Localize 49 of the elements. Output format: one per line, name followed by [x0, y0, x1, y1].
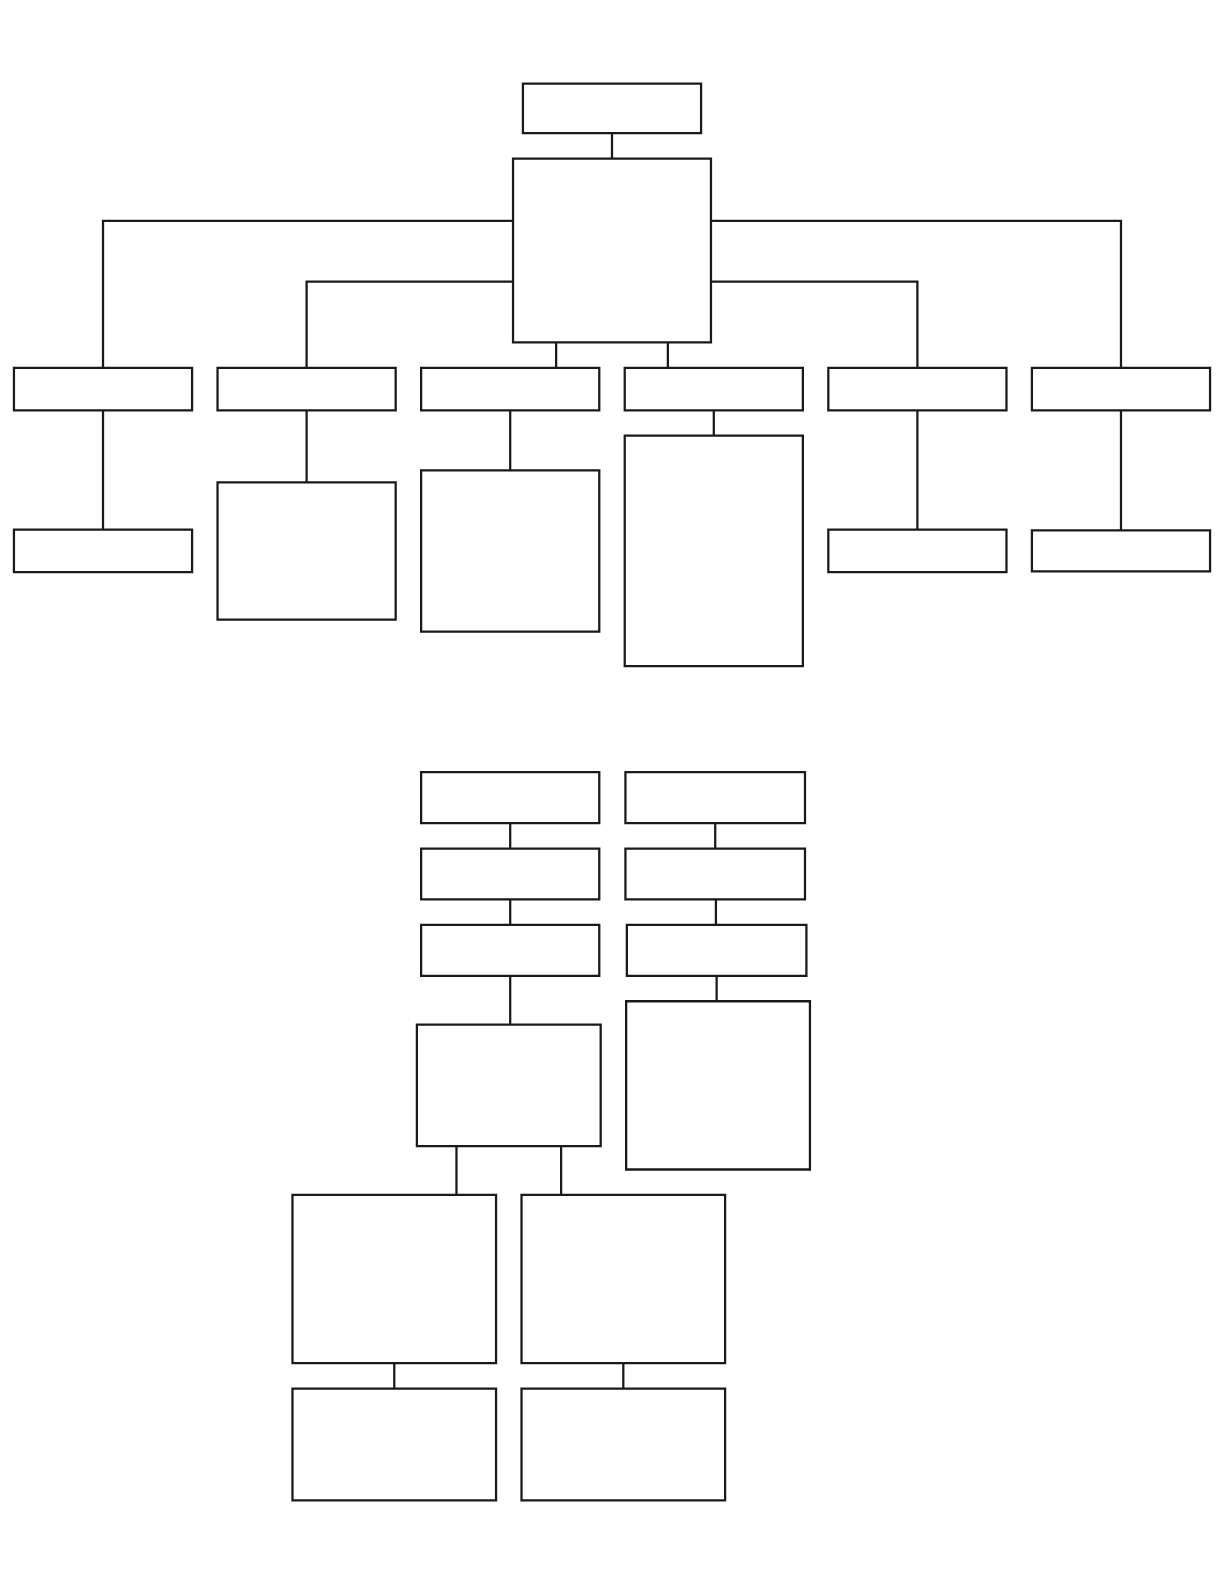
- node-box: [420, 923, 601, 977]
- connector: [509, 823, 512, 849]
- node-box: [511, 157, 713, 344]
- connector: [101, 410, 105, 530]
- connector: [555, 342, 558, 368]
- connector: [711, 280, 919, 368]
- connector: [715, 976, 718, 1001]
- connector: [305, 410, 308, 483]
- node-box: [1030, 529, 1212, 573]
- node-box: [1030, 366, 1212, 412]
- connector: [714, 823, 717, 849]
- connector: [509, 899, 512, 925]
- node-box: [521, 82, 703, 135]
- node-box: [12, 528, 194, 574]
- connector: [305, 280, 513, 368]
- node-box: [520, 1193, 727, 1365]
- connector: [622, 1363, 625, 1389]
- node-box: [827, 366, 1008, 412]
- node-box: [12, 366, 194, 412]
- node-box: [291, 1193, 498, 1365]
- node-box: [624, 847, 807, 901]
- connector: [509, 410, 512, 471]
- connector: [393, 1363, 396, 1389]
- node-box: [520, 1387, 727, 1502]
- connector: [711, 219, 1123, 368]
- connector: [916, 410, 919, 530]
- node-box: [420, 847, 601, 901]
- connector: [101, 219, 513, 368]
- connector: [509, 976, 512, 1025]
- node-box: [216, 366, 397, 412]
- node-box: [625, 1000, 812, 1171]
- node-box: [420, 771, 601, 825]
- connector: [712, 410, 715, 436]
- node-box: [415, 1023, 602, 1148]
- connector: [455, 1146, 458, 1195]
- node-box: [623, 434, 804, 668]
- node-box: [291, 1387, 498, 1502]
- connector: [610, 133, 614, 159]
- node-box: [623, 366, 804, 412]
- connector: [559, 1146, 563, 1195]
- connector: [714, 899, 718, 925]
- node-box: [827, 528, 1008, 574]
- node-box: [624, 771, 807, 825]
- connector: [666, 342, 669, 368]
- node-box: [216, 481, 397, 621]
- node-box: [420, 366, 601, 412]
- node-box: [625, 923, 808, 977]
- node-box: [420, 469, 601, 633]
- connector: [1119, 410, 1123, 530]
